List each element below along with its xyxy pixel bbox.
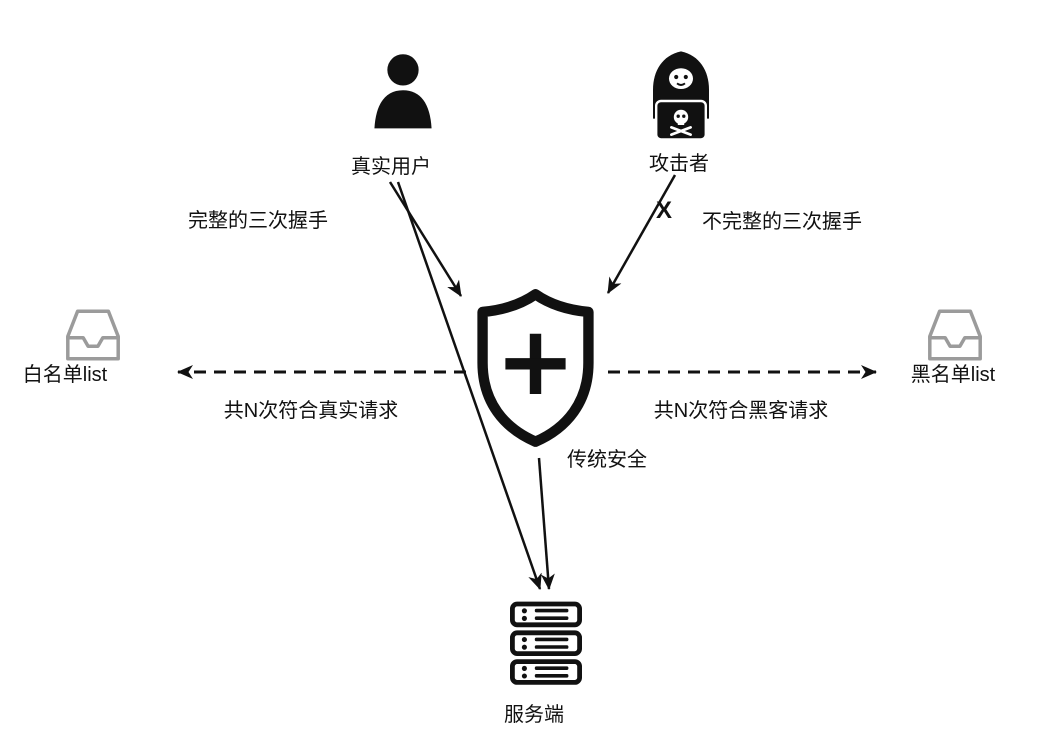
whitelist-inbox-tray-icon [58,304,128,366]
attacker-label: 攻击者 [649,153,709,175]
blacklist-flow-label: 共N次符合黑客请求 [653,400,829,422]
incomplete-handshake-label: 不完整的三次握手 [702,211,862,233]
hacker-icon [641,48,721,146]
blacklist-inbox-tray-icon [920,304,990,366]
user-label: 真实用户 [351,156,431,178]
user-icon [369,50,437,136]
user-to-security-arrow [388,181,463,297]
complete-handshake-label: 完整的三次握手 [188,210,328,232]
blocked-x-mark: X [655,197,673,224]
attacker-to-security-arrow [606,174,677,294]
shield-plus-icon [468,286,603,450]
server-label: 服务端 [504,704,564,726]
whitelist-label: 白名单list [22,364,108,386]
security-label: 传统安全 [567,449,647,471]
server-icon [507,600,585,688]
whitelist-flow-label: 共N次符合真实请求 [223,400,399,422]
security-to-server-arrow [537,457,555,590]
blacklist-label: 黑名单list [910,364,996,386]
user-to-server-arrow [396,181,542,590]
